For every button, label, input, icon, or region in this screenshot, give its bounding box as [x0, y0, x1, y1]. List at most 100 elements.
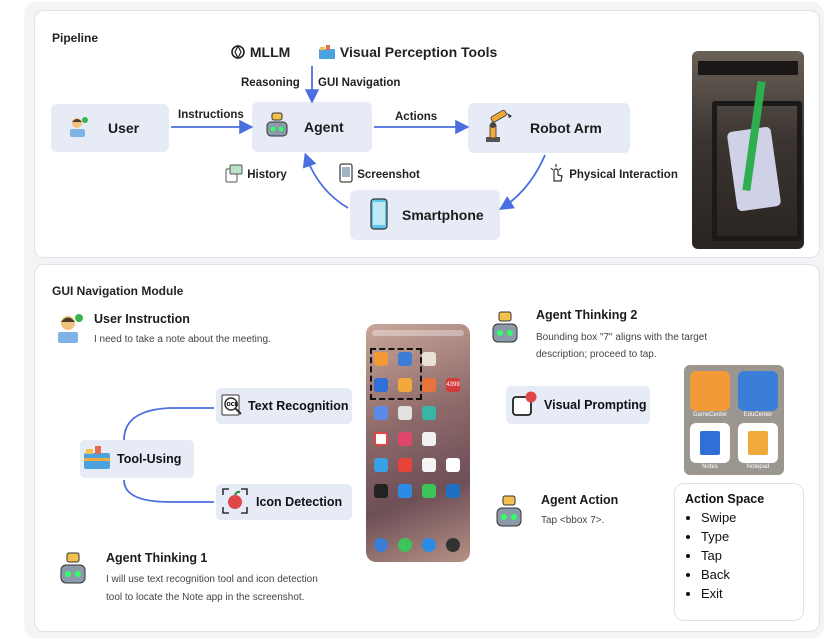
tool-using-chip: Tool-Using — [80, 440, 194, 478]
notepad-tile[interactable] — [738, 423, 778, 463]
robot-agent-icon — [58, 552, 88, 591]
robot-arm-text: Robot Arm — [530, 120, 602, 136]
ocr-icon: OCR — [220, 393, 244, 420]
icon-detection-icon — [220, 486, 250, 519]
app-icon[interactable] — [422, 432, 436, 446]
app-icon[interactable] — [374, 378, 388, 392]
toolbox-icon — [318, 44, 336, 60]
action-swipe: Swipe — [701, 508, 736, 527]
notification-square-icon — [510, 390, 538, 421]
history-icon — [224, 163, 244, 183]
gui-navigation-label: GUI Navigation — [318, 77, 401, 89]
gamecenter-tile[interactable] — [690, 371, 730, 411]
action-space-box: Action Space Swipe Type Tap Back Exit — [674, 483, 804, 621]
robot-agent-icon — [494, 495, 524, 534]
user-icon — [66, 115, 90, 142]
dock-icon[interactable] — [422, 538, 436, 552]
robot-arm-icon — [482, 109, 516, 147]
user-instruction-icon — [54, 313, 84, 350]
dock-icon[interactable] — [374, 538, 388, 552]
user-instruction-title: User Instruction — [94, 312, 190, 326]
visual-prompting-text: Visual Prompting — [544, 398, 647, 412]
notes-label: Notes — [702, 464, 718, 470]
robot-arm-node: Robot Arm — [468, 103, 630, 153]
thinking2-line2: description; proceed to tap. — [536, 349, 657, 360]
user-node: User — [51, 104, 169, 152]
app-icon[interactable] — [374, 432, 388, 446]
smartphone-text: Smartphone — [402, 207, 484, 223]
pipeline-title: Pipeline — [52, 31, 99, 45]
app-icon[interactable] — [422, 484, 436, 498]
app-tiles-crop: GameCenter EduCenter Notes Notepad — [684, 365, 784, 475]
icon-detection-text: Icon Detection — [256, 495, 343, 509]
educenter-tile[interactable] — [738, 371, 778, 411]
mllm-label: MLLM — [230, 44, 290, 60]
physical-interaction-text: Physical Interaction — [569, 169, 678, 181]
robot-setup-photo — [692, 51, 804, 249]
app-icon[interactable] — [446, 484, 460, 498]
dock-icon[interactable] — [446, 538, 460, 552]
app-icon[interactable] — [422, 378, 436, 392]
app-icon[interactable] — [398, 458, 412, 472]
hand-tap-icon — [546, 163, 566, 183]
app-4399-icon[interactable]: 4399 — [446, 378, 460, 392]
educenter-label: EduCenter — [743, 412, 773, 418]
app-icon[interactable] — [422, 406, 436, 420]
screenshot-icon — [338, 163, 354, 183]
agent-text: Agent — [304, 119, 344, 135]
app-icon[interactable] — [422, 458, 436, 472]
app-icon[interactable] — [398, 378, 412, 392]
app-icon[interactable] — [374, 484, 388, 498]
detection-box — [370, 348, 422, 400]
screenshot-label: Screenshot — [338, 163, 420, 183]
screenshot-text: Screenshot — [357, 169, 420, 181]
instructions-label: Instructions — [178, 109, 244, 121]
reasoning-label: Reasoning — [241, 77, 300, 89]
thinking1-line1: I will use text recognition tool and ico… — [106, 574, 318, 585]
action-exit: Exit — [701, 584, 736, 603]
app-icon[interactable] — [446, 458, 460, 472]
app-icon[interactable] — [398, 406, 412, 420]
user-text: User — [108, 120, 140, 136]
history-text: History — [247, 169, 287, 181]
robot-agent-icon — [264, 112, 290, 143]
icon-detection-chip: Icon Detection — [216, 484, 352, 520]
app-icon[interactable] — [374, 406, 388, 420]
agent-node: Agent — [252, 102, 372, 152]
text-recognition-chip: OCR Text Recognition — [216, 388, 352, 424]
robot-agent-icon — [490, 311, 520, 350]
app-icon[interactable] — [374, 352, 388, 366]
action-back: Back — [701, 565, 736, 584]
notes-tile[interactable] — [690, 423, 730, 463]
history-label: History — [224, 163, 287, 183]
app-icon[interactable] — [398, 432, 412, 446]
action-tap: Tap — [701, 546, 736, 565]
thinking1-title: Agent Thinking 1 — [106, 551, 208, 565]
thinking1-line2: tool to locate the Note app in the scree… — [106, 592, 305, 603]
action-type: Type — [701, 527, 736, 546]
tools-text: Visual Perception Tools — [339, 44, 498, 60]
action-space-title: Action Space — [685, 492, 765, 506]
thinking2-line1: Bounding box "7" aligns with the target — [536, 332, 708, 343]
action-text: Tap <bbox 7>. — [541, 515, 605, 526]
phone-screenshot: 4399 — [366, 324, 470, 562]
app-icon[interactable] — [422, 352, 436, 366]
dock-icon[interactable] — [398, 538, 412, 552]
text-recognition-text: Text Recognition — [248, 399, 349, 413]
smartphone-icon — [370, 197, 388, 233]
app-icon[interactable] — [398, 352, 412, 366]
actions-label: Actions — [395, 111, 438, 123]
user-instruction-text: I need to take a note about the meeting. — [94, 334, 271, 345]
module-title: GUI Navigation Module — [52, 284, 184, 298]
smartphone-node: Smartphone — [350, 190, 500, 240]
gamecenter-label: GameCenter — [692, 412, 728, 418]
toolbox-icon — [83, 445, 111, 474]
svg-text:OCR: OCR — [227, 402, 239, 408]
tools-label: Visual Perception Tools — [318, 44, 497, 60]
visual-prompting-chip: Visual Prompting — [506, 386, 650, 424]
thinking2-title: Agent Thinking 2 — [536, 308, 638, 322]
mllm-text: MLLM — [249, 44, 291, 60]
app-icon[interactable] — [374, 458, 388, 472]
action-title: Agent Action — [541, 493, 619, 507]
app-icon[interactable] — [398, 484, 412, 498]
